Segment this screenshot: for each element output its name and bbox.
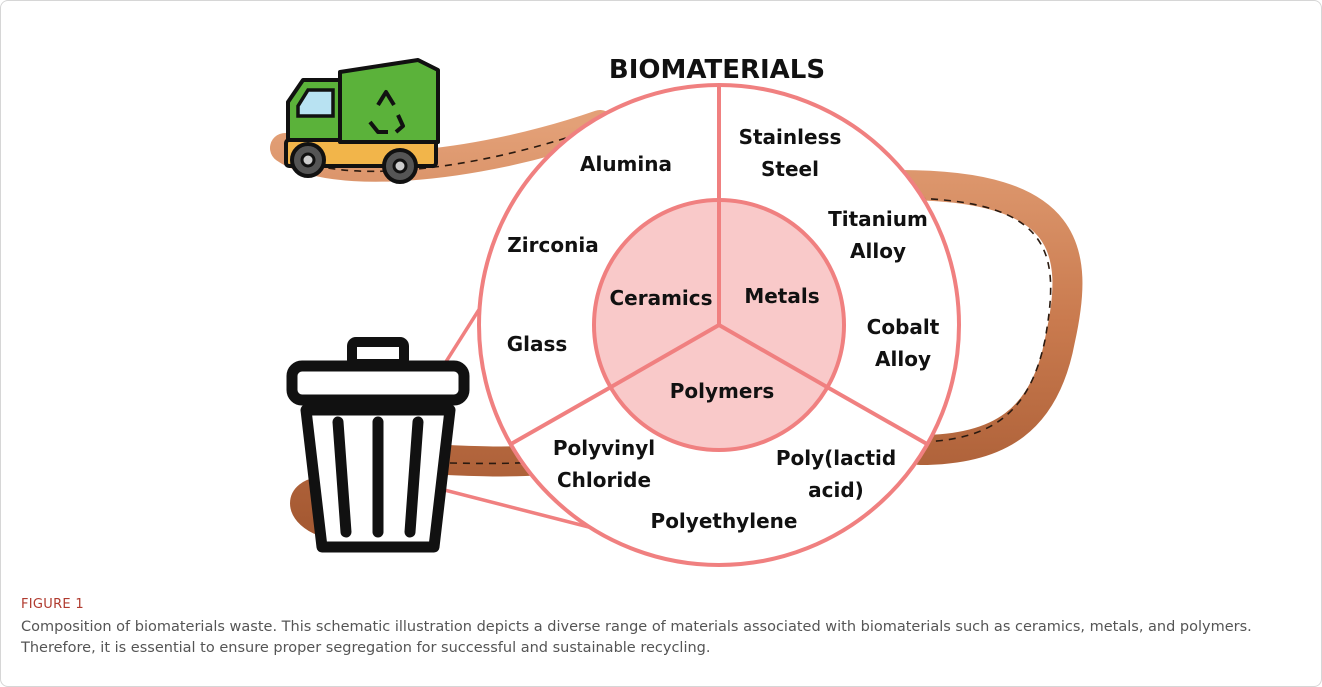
- trash-bin-icon: [292, 342, 464, 547]
- label-ceramics: Ceramics: [609, 286, 712, 310]
- garbage-truck-icon: [286, 60, 438, 182]
- label-zirconia: Zirconia: [507, 233, 598, 257]
- label-pvc-1: Polyvinyl: [553, 436, 655, 460]
- label-metals: Metals: [744, 284, 819, 308]
- label-cobalt-1: Cobalt: [867, 315, 940, 339]
- label-alumina: Alumina: [580, 152, 672, 176]
- figure-caption: Composition of biomaterials waste. This …: [21, 617, 1301, 659]
- label-pvc-2: Chloride: [557, 468, 651, 492]
- biomaterials-diagram: BIOMATERIALS Ceramics Metals Polymers Al…: [0, 0, 1322, 590]
- label-pla-2: acid): [808, 478, 864, 502]
- label-stainless-2: Steel: [761, 157, 819, 181]
- label-titanium-1: Titanium: [828, 207, 928, 231]
- label-cobalt-2: Alloy: [875, 347, 931, 371]
- label-stainless-1: Stainless: [739, 125, 842, 149]
- label-pla-1: Poly(lactid: [776, 446, 896, 470]
- figure-label: FIGURE 1: [21, 597, 84, 612]
- label-polyethylene: Polyethylene: [651, 509, 798, 533]
- label-glass: Glass: [507, 332, 568, 356]
- diagram-title: BIOMATERIALS: [609, 55, 825, 85]
- label-titanium-2: Alloy: [850, 239, 906, 263]
- label-polymers: Polymers: [670, 379, 774, 403]
